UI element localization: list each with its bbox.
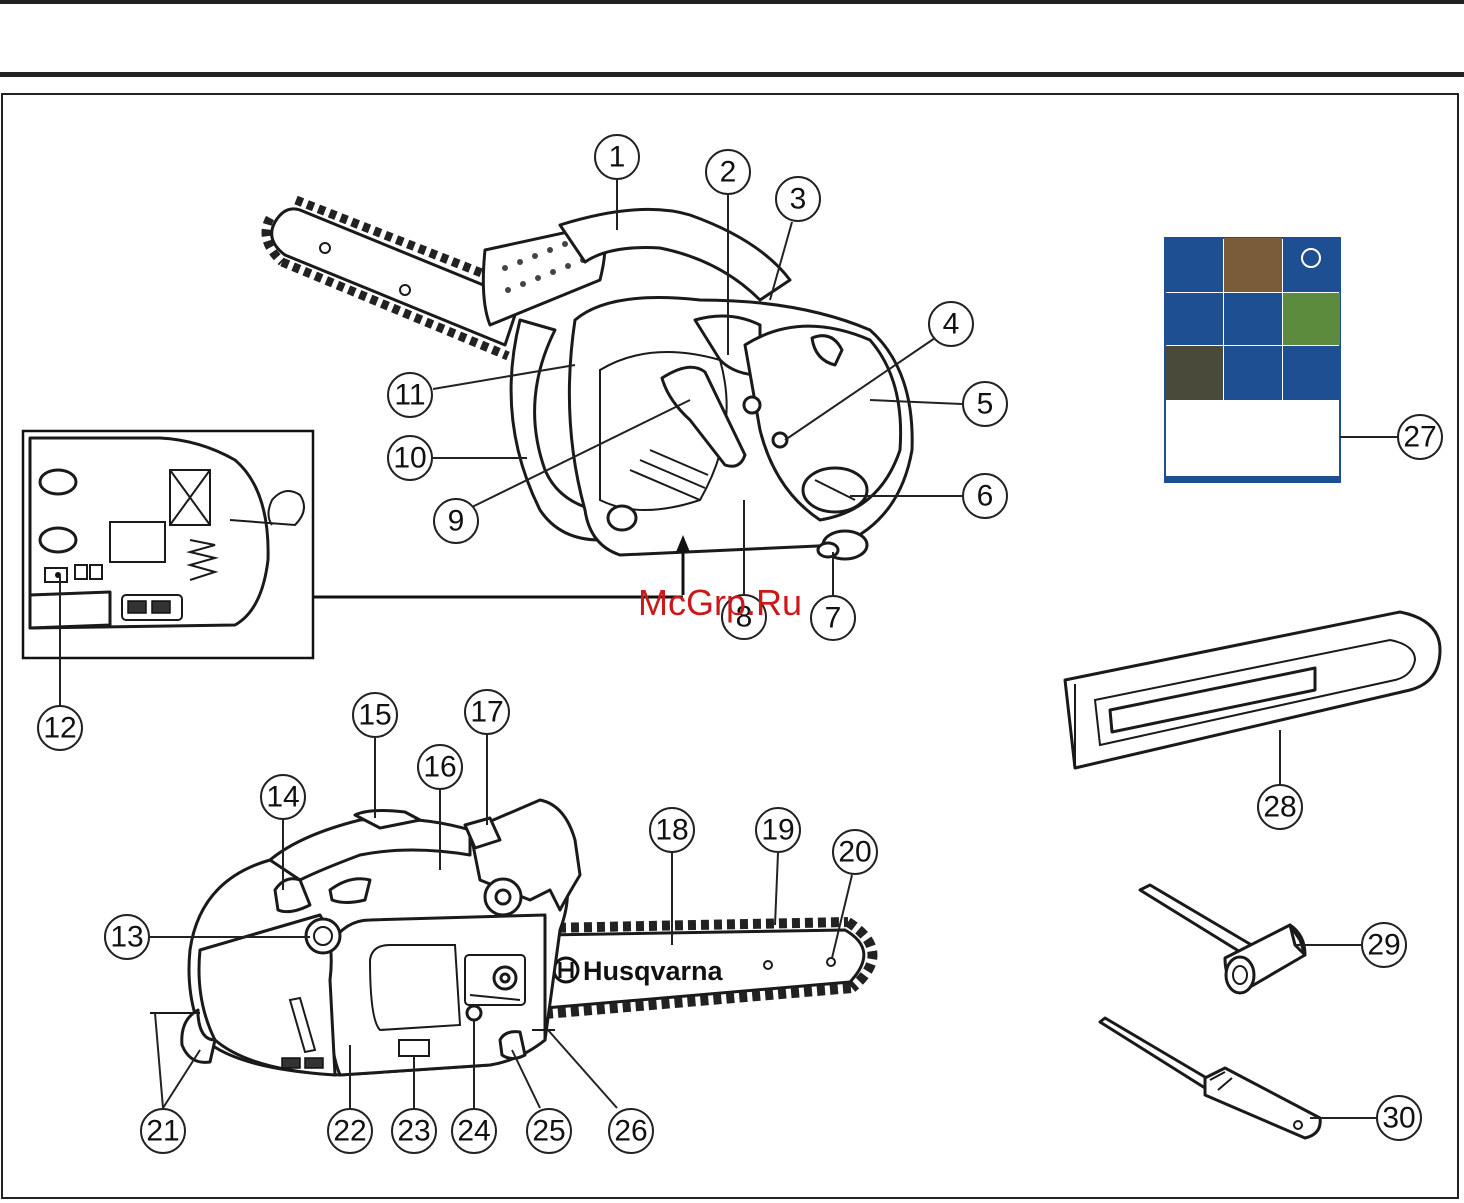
callout-22: 22	[328, 1109, 372, 1153]
svg-text:26: 26	[614, 1115, 647, 1148]
callout-4: 4	[929, 302, 973, 346]
svg-text:24: 24	[457, 1115, 490, 1148]
svg-text:23: 23	[397, 1115, 430, 1148]
svg-text:20: 20	[838, 836, 871, 869]
callout-23: 23	[392, 1109, 436, 1153]
svg-text:10: 10	[393, 442, 426, 475]
callout-19: 19	[756, 808, 800, 852]
svg-text:21: 21	[146, 1115, 179, 1148]
callout-24: 24	[452, 1109, 496, 1153]
callout-21: 21	[141, 1109, 185, 1153]
svg-text:4: 4	[943, 308, 960, 341]
callout-7: 7	[811, 596, 855, 640]
callout-10: 10	[388, 436, 432, 480]
callout-3: 3	[776, 177, 820, 221]
screwdriver	[1100, 1018, 1320, 1138]
svg-text:1: 1	[609, 141, 626, 174]
svg-text:12: 12	[43, 712, 76, 745]
husqvarna-logo-icon	[554, 958, 578, 982]
svg-text:19: 19	[761, 814, 794, 847]
svg-text:29: 29	[1367, 929, 1400, 962]
svg-text:6: 6	[977, 480, 994, 513]
bar-guard	[1065, 612, 1440, 768]
svg-text:18: 18	[655, 814, 688, 847]
callout-30: 30	[1377, 1096, 1421, 1140]
svg-text:7: 7	[825, 602, 842, 635]
callout-26: 26	[609, 1109, 653, 1153]
svg-text:28: 28	[1263, 791, 1296, 824]
brand-text: Husqvarna	[583, 956, 724, 986]
svg-text:30: 30	[1382, 1102, 1415, 1135]
callout-14: 14	[261, 775, 305, 819]
svg-text:13: 13	[110, 921, 143, 954]
callout-15: 15	[353, 693, 397, 737]
callout-18: 18	[650, 808, 694, 852]
callout-27: 27	[1398, 415, 1442, 459]
svg-text:5: 5	[977, 388, 994, 421]
callout-13: 13	[105, 915, 149, 959]
chainsaw-top-view	[266, 200, 912, 595]
combination-spanner	[1140, 885, 1305, 993]
callout-11: 11	[388, 373, 432, 417]
callout-28: 28	[1258, 785, 1302, 829]
svg-text:11: 11	[394, 379, 425, 412]
svg-text:16: 16	[423, 751, 456, 784]
top-handle	[560, 209, 790, 300]
callout-16: 16	[418, 745, 462, 789]
callout-17: 17	[465, 690, 509, 734]
svg-text:22: 22	[333, 1115, 366, 1148]
callout-5: 5	[963, 382, 1007, 426]
svg-text:2: 2	[720, 156, 737, 189]
svg-text:27: 27	[1403, 421, 1436, 454]
callout-2: 2	[706, 150, 750, 194]
operators-manual	[1165, 238, 1340, 482]
svg-text:15: 15	[358, 699, 391, 732]
callout-25: 25	[527, 1109, 571, 1153]
callout-6: 6	[963, 474, 1007, 518]
fuel-pump-bulb	[306, 919, 340, 953]
svg-text:17: 17	[470, 696, 503, 729]
svg-text:9: 9	[448, 505, 465, 538]
callout-9: 9	[434, 499, 478, 543]
callout-20: 20	[833, 830, 877, 874]
callout-1: 1	[595, 135, 639, 179]
svg-text:14: 14	[266, 781, 299, 814]
callout-12: 12	[38, 706, 82, 750]
callout-29: 29	[1362, 923, 1406, 967]
svg-text:3: 3	[790, 183, 807, 216]
svg-text:25: 25	[532, 1115, 565, 1148]
watermark-text: McGrp.Ru	[638, 582, 802, 623]
